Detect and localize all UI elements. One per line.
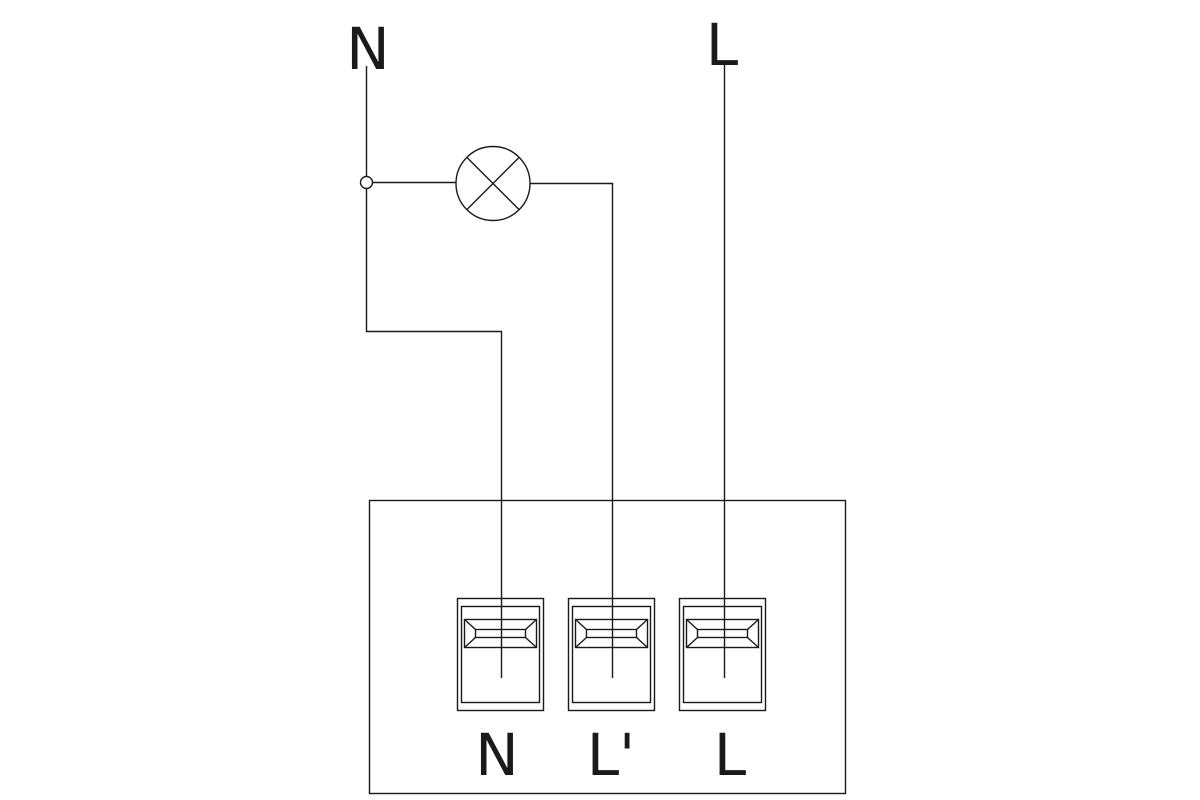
switched-live-wire — [530, 182, 614, 678]
junction-node — [359, 175, 374, 190]
terminal-l-prime — [567, 597, 656, 712]
device-housing — [368, 499, 847, 795]
neutral-wire — [365, 66, 503, 678]
terminal-switched-live-label: L' — [586, 721, 636, 789]
supply-neutral-label: N — [346, 15, 390, 83]
lamp-symbol — [455, 145, 531, 222]
terminal-live-label: L — [713, 721, 747, 789]
terminal-n — [456, 597, 545, 712]
terminal-neutral-label: N — [475, 721, 519, 789]
terminal-l — [678, 597, 767, 712]
supply-live-label: L — [705, 11, 739, 79]
